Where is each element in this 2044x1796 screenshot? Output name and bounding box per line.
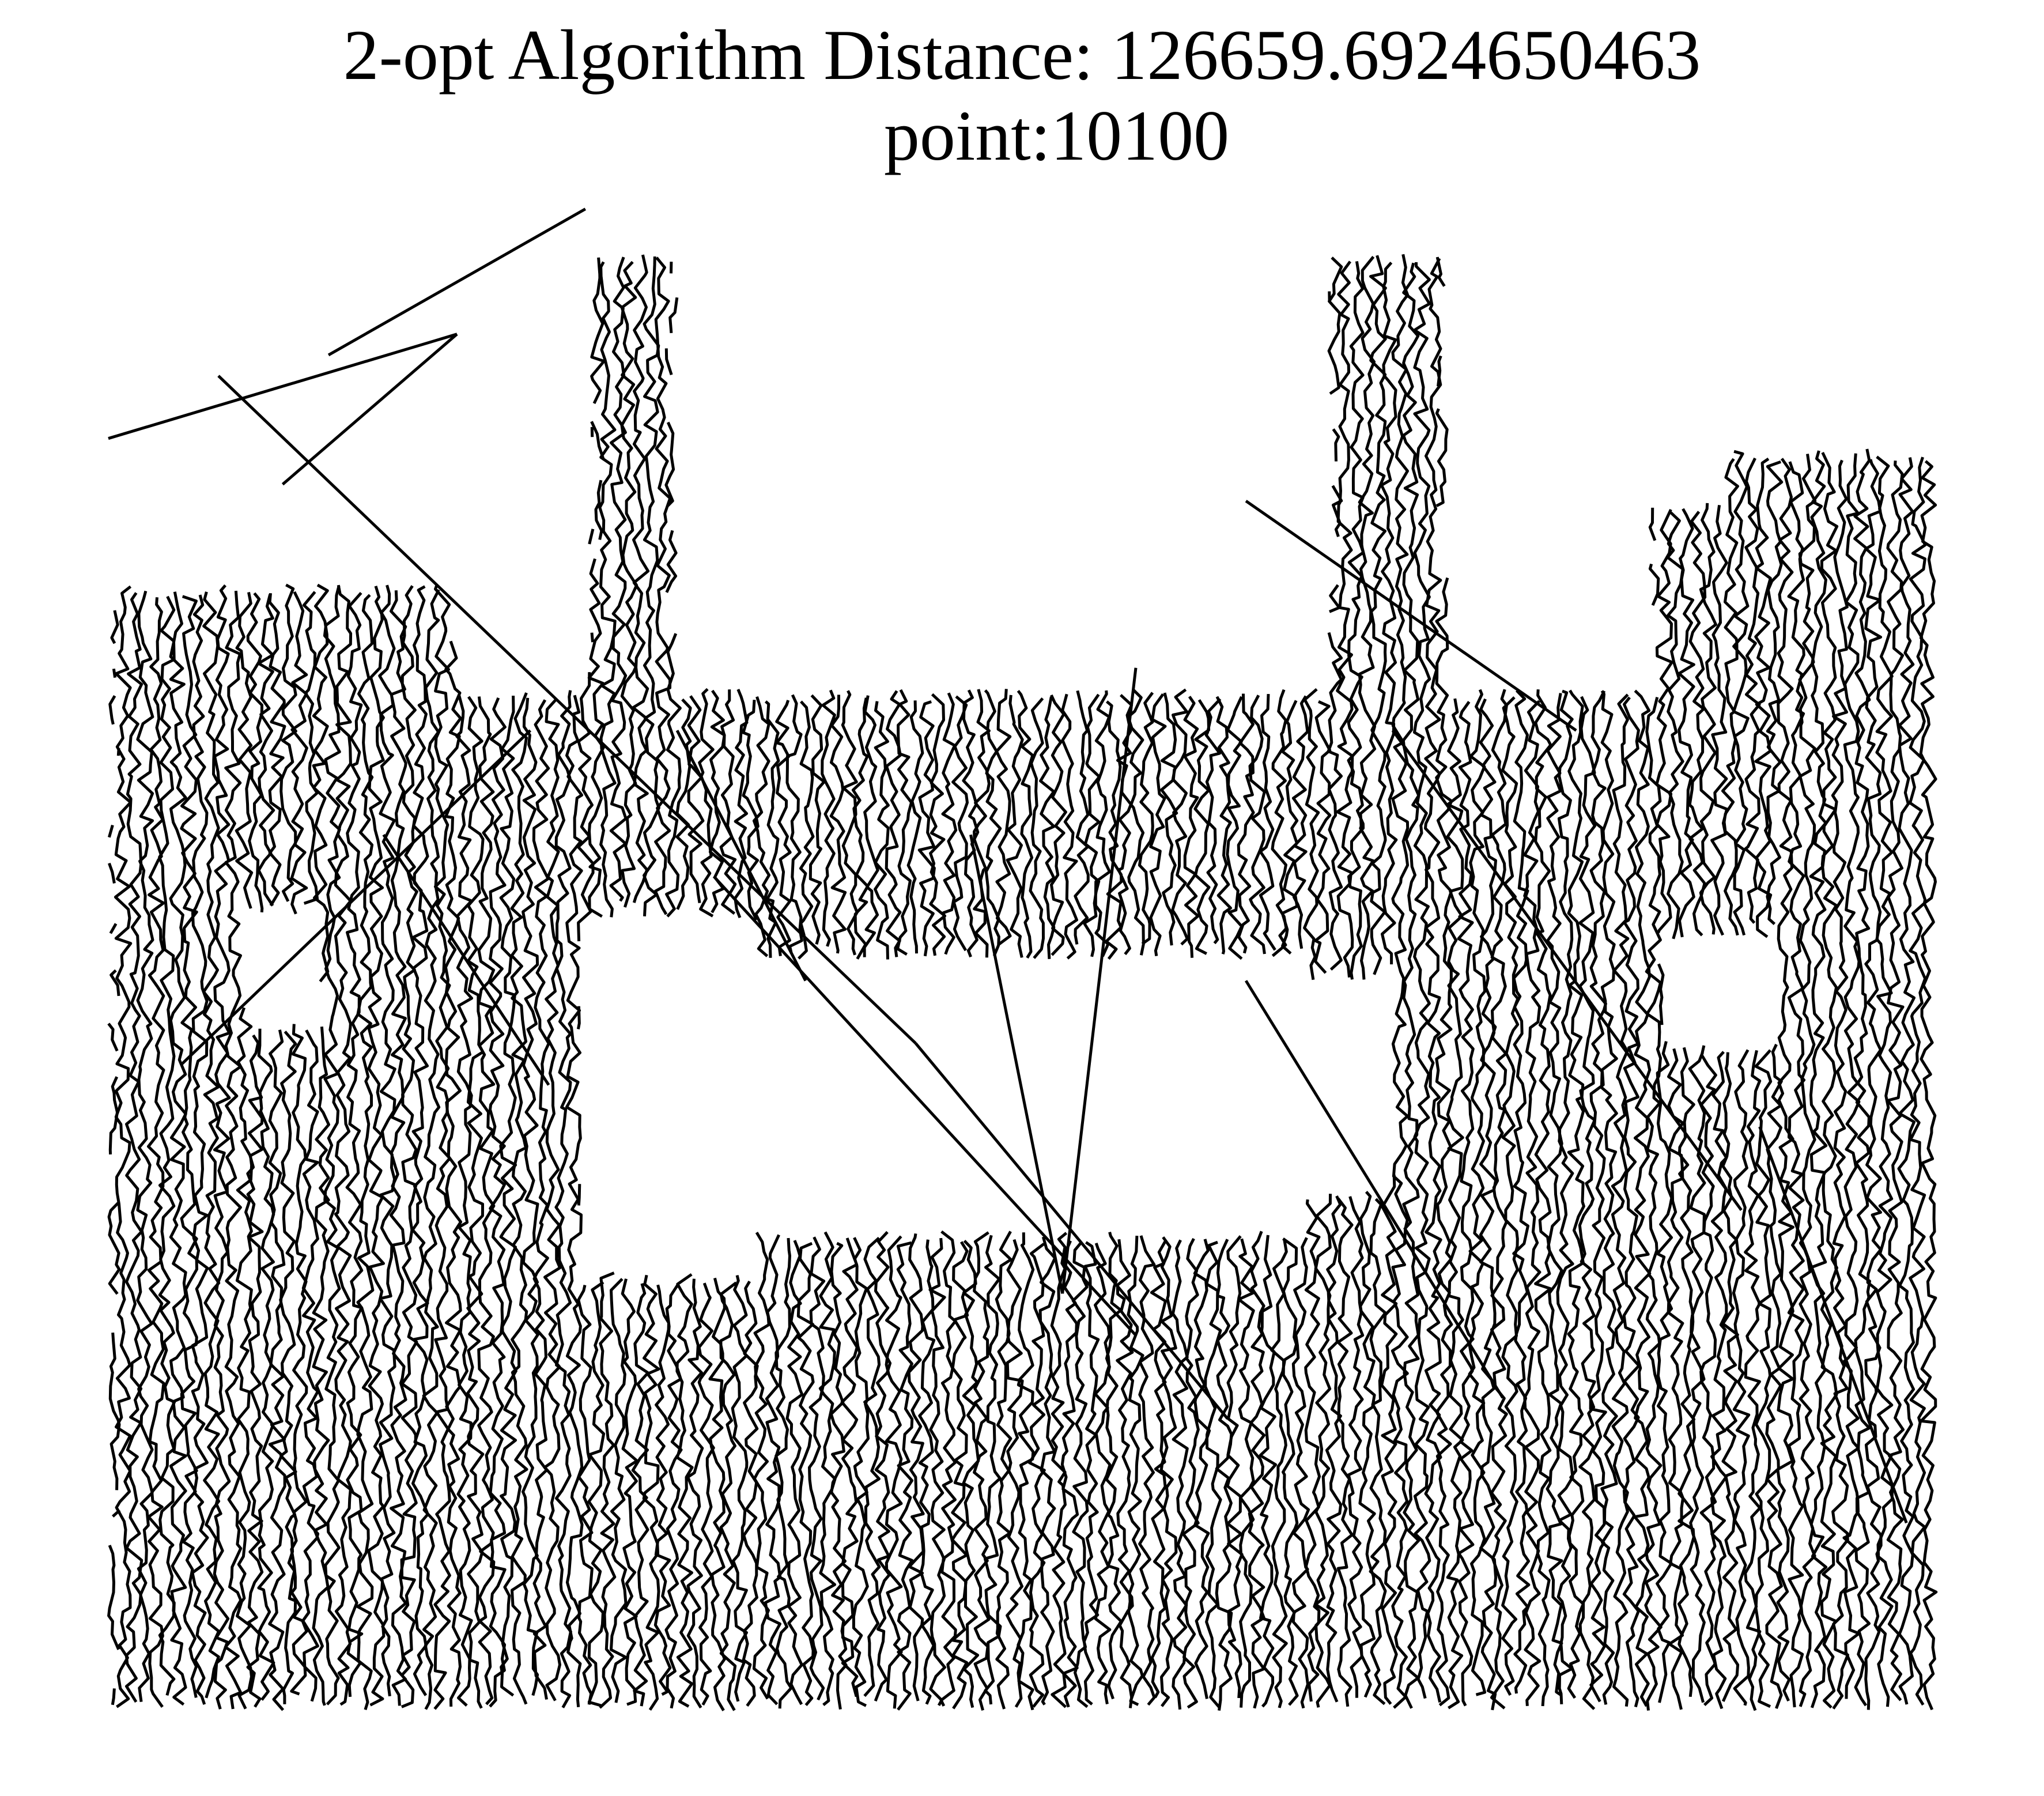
- tour-path: [108, 254, 1936, 1710]
- tour-crossing-segment-14: [328, 209, 585, 355]
- tour-crossing-segment-0: [108, 334, 457, 439]
- tour-crossing-segment-6: [1063, 668, 1136, 1294]
- tour-lines: [108, 209, 1936, 1711]
- tour-crossing-segment-2: [218, 376, 916, 1043]
- tour-crossing-segment-3: [916, 1043, 1227, 1418]
- tour-crossing-segment-7: [1246, 501, 1576, 730]
- tour-crossing-segment-13: [1246, 981, 1503, 1398]
